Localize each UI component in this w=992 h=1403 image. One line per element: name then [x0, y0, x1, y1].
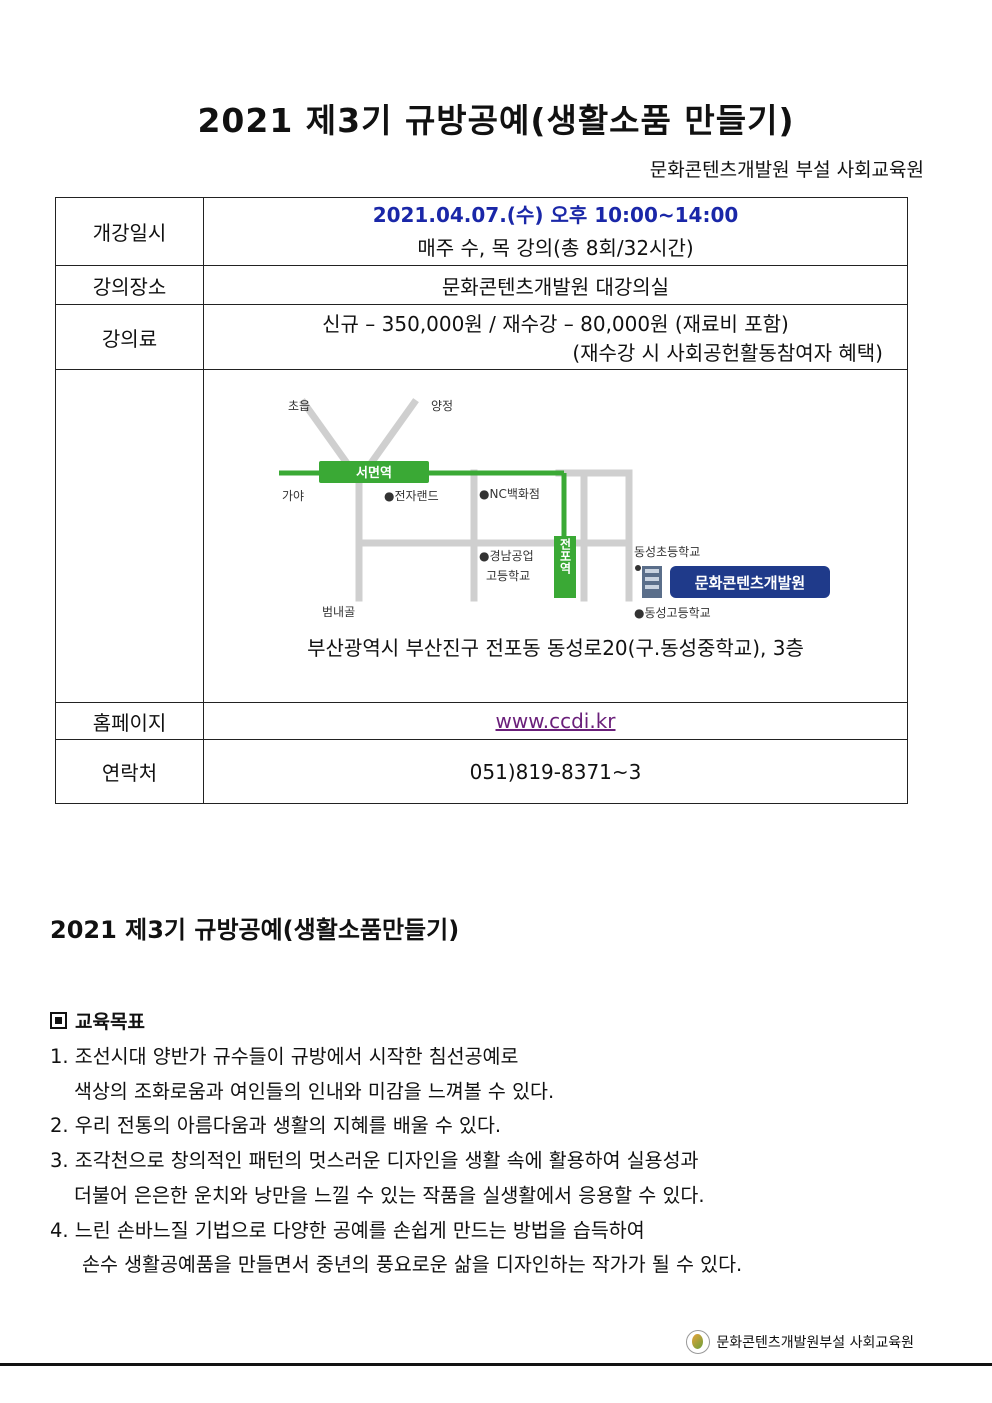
- jeonpo-station-badge: [554, 536, 576, 598]
- date-value: 2021.04.07.(수) 오후 10:00~14:00: [372, 202, 739, 227]
- checkbox-square-icon: [50, 1012, 67, 1029]
- goal-item-3: 3. 조각천으로 창의적인 패턴의 멋스러운 디자인을 생활 속에 활용하여 실…: [50, 1149, 699, 1173]
- ccdi-label: 문화콘텐츠개발원: [695, 574, 805, 592]
- building-icon: [642, 566, 662, 598]
- homepage-link[interactable]: www.ccdi.kr: [495, 709, 616, 733]
- page-title: 2021 제3기 규방공예(생활소품 만들기): [197, 101, 795, 140]
- seomyeon-station-badge: [319, 461, 429, 483]
- footer: 문화콘텐츠개발원부설 사회교육원: [686, 1330, 914, 1354]
- table-row-contact: 연락처 051)819-8371~3: [55, 739, 908, 804]
- homepage-label: 홈페이지: [55, 702, 204, 740]
- table-row-map: 서면역 전포역 초읍 양정 가야 ●전자랜드 ●NC백화점 ●경남공업 고등학교…: [55, 369, 908, 703]
- yangjeong-label: 양정: [431, 399, 453, 413]
- schedule-value: 매주 수, 목 강의(총 8회/32시간): [417, 235, 694, 260]
- gyeongnam-label-2: 고등학교: [486, 569, 530, 583]
- contact-value: 051)819-8371~3: [203, 739, 908, 804]
- place-value: 문화콘텐츠개발원 대강의실: [203, 265, 908, 305]
- goals-heading-text: 교육목표: [75, 1011, 145, 1033]
- map-label-empty: [55, 369, 204, 703]
- address-text: 부산광역시 부산진구 전포동 동성로20(구.동성중학교), 3층: [307, 636, 804, 660]
- page-subtitle: 문화콘텐츠개발원 부설 사회교육원: [649, 159, 924, 181]
- table-row-fee: 강의료 신규 – 350,000원 / 재수강 – 80,000원 (재료비 포…: [55, 304, 908, 370]
- fee-label: 강의료: [55, 304, 204, 370]
- info-table: 개강일시 2021.04.07.(수) 오후 10:00~14:00 매주 수,…: [55, 197, 908, 804]
- seomyeon-label: 서면역: [356, 465, 392, 481]
- bottom-divider: [0, 1363, 992, 1366]
- gaya-label: 가야: [282, 489, 304, 503]
- dongseong-elem-label: 동성초등학교: [634, 545, 700, 559]
- goal-item-2: 2. 우리 전통의 아름다움과 생활의 지혜를 배울 수 있다.: [50, 1114, 502, 1138]
- goals-list: 1. 조선시대 양반가 규수들이 규방에서 시작한 침선공예로 색상의 조화로움…: [50, 1040, 742, 1283]
- table-row-date: 개강일시 2021.04.07.(수) 오후 10:00~14:00 매주 수,…: [55, 197, 908, 266]
- dongseong-high-label: ●동성고등학교: [634, 606, 711, 620]
- fee-line-2: (재수강 시 사회공헌활동참여자 혜택): [572, 341, 883, 365]
- goal-item-4-cont: 손수 생활공예품을 만들면서 중년의 풍요로운 삶을 디자인하는 작가가 될 수…: [82, 1253, 743, 1277]
- logo-icon: [686, 1330, 711, 1354]
- choeup-label: 초읍: [288, 399, 310, 413]
- homepage-cell: www.ccdi.kr: [203, 702, 908, 740]
- goals-heading: 교육목표: [50, 1007, 145, 1034]
- fee-line-1: 신규 – 350,000원 / 재수강 – 80,000원 (재료비 포함): [322, 312, 789, 336]
- goal-item-1: 1. 조선시대 양반가 규수들이 규방에서 시작한 침선공예로: [50, 1045, 519, 1068]
- goal-item-3-cont: 더불어 은은한 운치와 낭만을 느낄 수 있는 작품을 실생활에서 응용할 수 …: [74, 1183, 705, 1207]
- fee-cell: 신규 – 350,000원 / 재수강 – 80,000원 (재료비 포함) (…: [203, 304, 908, 370]
- table-row-place: 강의장소 문화콘텐츠개발원 대강의실: [55, 265, 908, 305]
- table-row-homepage: 홈페이지 www.ccdi.kr: [55, 702, 908, 740]
- jeonjaland-label: ●전자랜드: [384, 489, 439, 503]
- goal-item-1-cont: 색상의 조화로움과 여인들의 인내와 미감을 느껴볼 수 있다.: [74, 1079, 555, 1103]
- jeonpo-label: 전포역: [558, 537, 572, 575]
- date-cell: 2021.04.07.(수) 오후 10:00~14:00 매주 수, 목 강의…: [203, 197, 908, 266]
- place-label: 강의장소: [55, 265, 204, 305]
- goal-item-4: 4. 느린 손바느질 기법으로 다양한 공예를 손쉽게 만드는 방법을 습득하여: [50, 1218, 645, 1242]
- date-label: 개강일시: [55, 197, 204, 266]
- location-map: 서면역 전포역 초읍 양정 가야 ●전자랜드 ●NC백화점 ●경남공업 고등학교…: [279, 398, 830, 620]
- footer-text: 문화콘텐츠개발원부설 사회교육원: [716, 1335, 914, 1351]
- nc-label: ●NC백화점: [479, 487, 540, 501]
- map-cell: 서면역 전포역 초읍 양정 가야 ●전자랜드 ●NC백화점 ●경남공업 고등학교…: [203, 369, 908, 703]
- beomnaegol-label: 범내골: [322, 605, 355, 619]
- ccdi-badge: [670, 566, 830, 598]
- contact-label: 연락처: [55, 739, 204, 804]
- section-title: 2021 제3기 규방공예(생활소품만들기): [50, 916, 460, 944]
- gyeongnam-label-1: ●경남공업: [479, 549, 534, 563]
